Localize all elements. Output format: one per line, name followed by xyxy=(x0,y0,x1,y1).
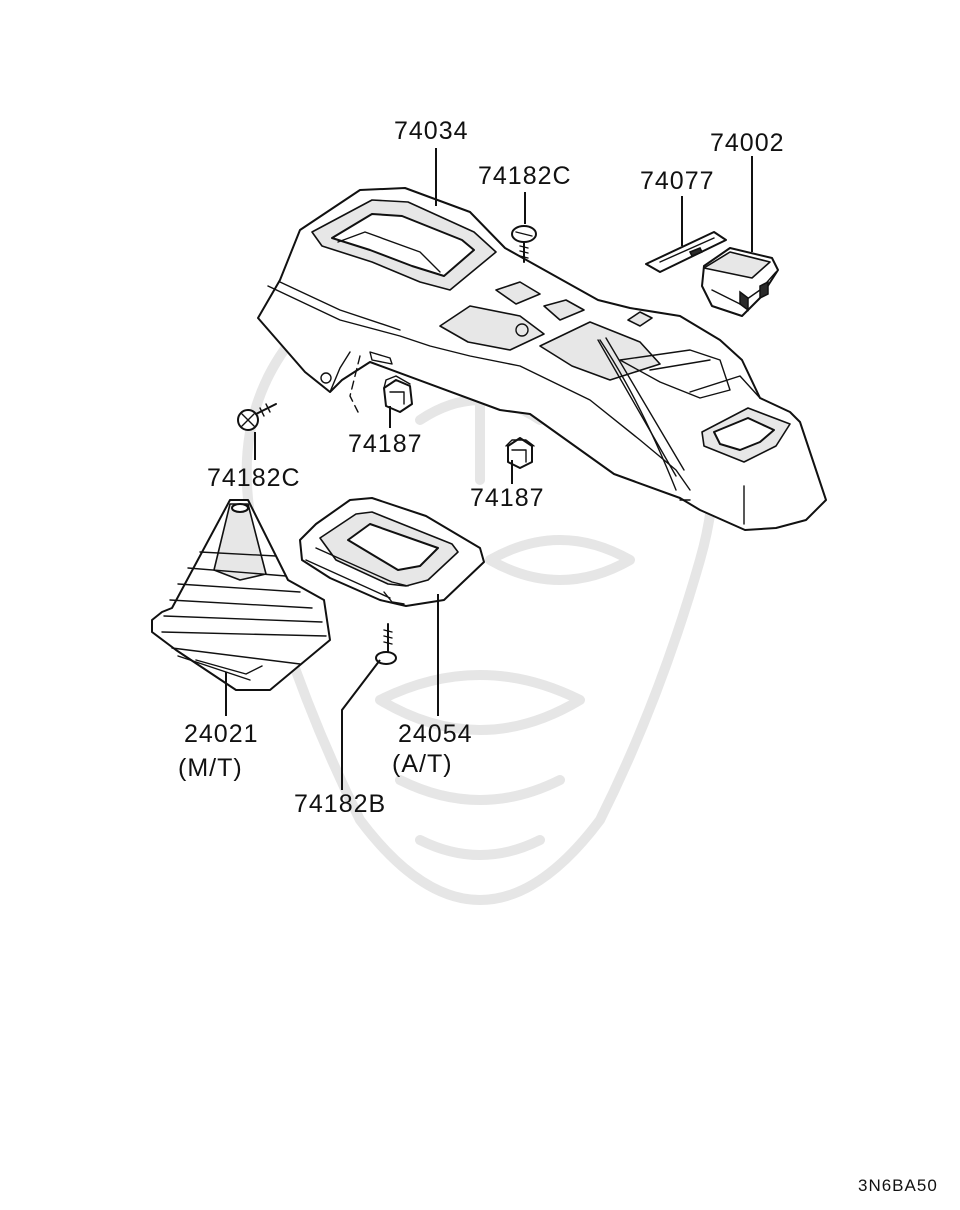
screw-74182c-top xyxy=(511,225,537,263)
label-74182c-top: 74182C xyxy=(478,162,572,190)
figure-code: 3N6BA50 xyxy=(858,1176,938,1195)
label-74002: 74002 xyxy=(710,129,785,157)
label-74034: 74034 xyxy=(394,117,469,145)
label-24054: 24054 xyxy=(398,720,473,748)
label-74187-b: 74187 xyxy=(470,484,545,512)
label-74182b: 74182B xyxy=(294,790,386,818)
clip-74187-a xyxy=(383,375,413,413)
label-74077: 74077 xyxy=(640,167,715,195)
clip-74187-b xyxy=(505,437,535,469)
bolt-74182b xyxy=(375,623,397,665)
shift-boot-24021 xyxy=(151,499,331,691)
trim-strip-74077 xyxy=(645,231,727,273)
center-console xyxy=(257,187,827,531)
label-24054-note: (A/T) xyxy=(392,750,453,778)
label-74182c-left: 74182C xyxy=(207,464,301,492)
shift-bezel-24054 xyxy=(299,497,485,607)
screw-74182c-left xyxy=(237,403,277,431)
label-74187-a: 74187 xyxy=(348,430,423,458)
label-24021-note: (M/T) xyxy=(178,754,243,782)
label-24021: 24021 xyxy=(184,720,259,748)
ashtray-74002 xyxy=(701,247,779,317)
leader-74182b xyxy=(341,659,381,790)
